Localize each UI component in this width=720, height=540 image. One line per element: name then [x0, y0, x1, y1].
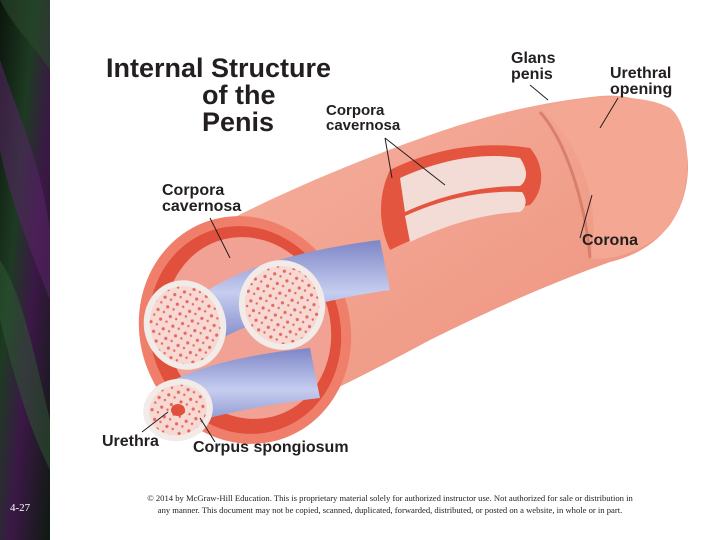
copyright-line-1: © 2014 by McGraw-Hill Education. This is… — [147, 493, 633, 503]
corona-ridge — [538, 111, 592, 259]
pointer-urethral — [599, 97, 619, 129]
pointer-corpora-top-b — [384, 137, 446, 186]
label-glans-penis: Glans penis — [511, 50, 556, 84]
label-glans-line2: penis — [511, 66, 553, 84]
urethra-lumen — [171, 404, 185, 416]
label-corpora-cavernosa-left: Corpora cavernosa — [162, 182, 242, 216]
copyright-notice: © 2014 by McGraw-Hill Education. This is… — [120, 492, 660, 517]
pointer-corpora-left — [209, 217, 231, 259]
slide-number: 4-27 — [10, 502, 31, 514]
copyright-line-2: any manner. This document may not be cop… — [157, 505, 623, 516]
title-line-2: of the — [202, 80, 276, 110]
label-urethral-line2: opening — [610, 81, 673, 99]
label-corpora-top-line2: cavernosa — [326, 117, 401, 135]
label-corpora-left-line2: cavernosa — [162, 198, 242, 216]
sidebar-background — [0, 0, 50, 540]
label-urethral-line1: Urethral — [610, 65, 672, 82]
pointer-corpora-top-a — [384, 137, 393, 179]
upper-cavernosa-1 — [400, 156, 526, 212]
label-corpus-spongiosum: Corpus spongiosum — [193, 439, 349, 456]
upper-cavernosa-2 — [405, 191, 526, 242]
label-urethra: Urethra — [102, 433, 159, 450]
title-line-1: Internal Structure — [106, 53, 332, 83]
label-corpora-cavernosa-top: Corpora cavernosa — [326, 103, 400, 134]
corpora-cavernosa-left — [143, 280, 227, 370]
pointer-glans — [529, 84, 549, 101]
pointer-spongiosum — [199, 417, 216, 443]
label-corona: Corona — [582, 232, 638, 249]
slide-sidebar: 4-27 — [0, 0, 50, 540]
label-glans-line1: Glans — [511, 50, 556, 67]
diagram-title: Internal Structure of the Penis — [106, 55, 331, 136]
label-urethral-opening: Urethral opening — [610, 65, 673, 99]
corpora-cavernosa-right — [238, 260, 326, 350]
label-corpora-left-line1: Corpora — [162, 182, 225, 199]
label-corpora-top-line1: Corpora — [326, 102, 385, 119]
pointer-urethra — [141, 411, 169, 433]
title-line-3: Penis — [202, 107, 275, 137]
glans — [540, 97, 688, 259]
pointer-corona — [579, 194, 593, 239]
